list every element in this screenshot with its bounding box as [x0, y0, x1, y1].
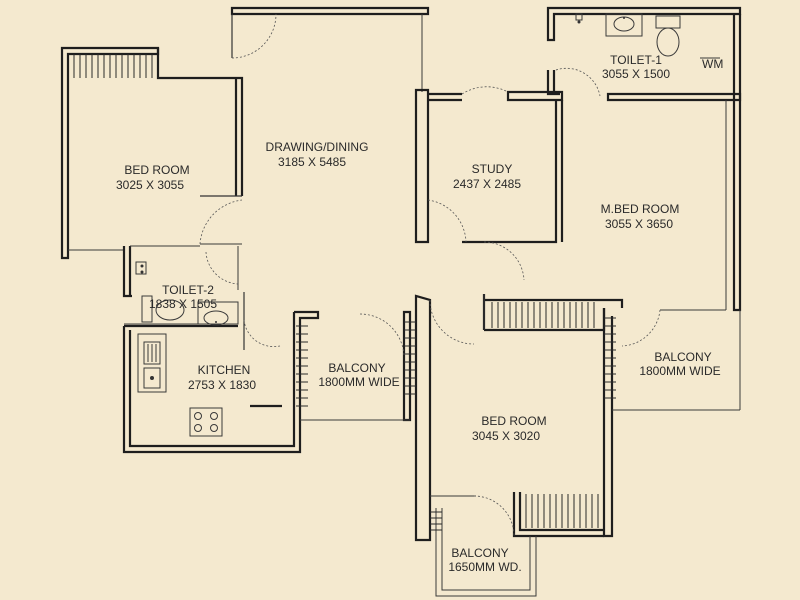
balcony-1-name: BALCONY	[328, 361, 385, 375]
balcony-3-size: 1650MM WD.	[448, 560, 521, 574]
door-study	[427, 199, 467, 243]
toilet-2-name: TOILET-2	[162, 283, 214, 297]
toilet-1-size: 3055 X 1500	[602, 67, 670, 81]
door-toilet-1	[555, 67, 601, 97]
tap-toilet-2	[135, 261, 147, 275]
m-bedroom-name: M.BED ROOM	[601, 202, 680, 216]
sill-balcony-3	[430, 511, 442, 531]
washbasin-toilet-1	[605, 13, 643, 37]
sill-bedroom-2-left	[404, 321, 416, 395]
toilet-2-size: 1838 X 1505	[149, 297, 217, 311]
washbasin-toilet-2	[197, 301, 239, 326]
balcony-2-size: 1800MM WIDE	[639, 364, 720, 378]
bedroom-2-size: 3045 X 3020	[472, 429, 540, 443]
stove	[189, 407, 223, 437]
doors	[199, 13, 661, 537]
wardrobe-mark: WM	[702, 57, 723, 71]
study-name: STUDY	[472, 162, 513, 176]
sill-kitchen	[296, 325, 308, 407]
drawing-size: 3185 X 5485	[278, 155, 346, 169]
hatched-sills	[73, 54, 616, 531]
door-m-bedroom	[483, 241, 525, 281]
door-study-top	[461, 86, 509, 95]
sill-bedroom-2-right	[604, 317, 616, 399]
door-kitchen	[243, 292, 281, 350]
door-bedroom-1	[199, 195, 243, 245]
drawing-name: DRAWING/DINING	[266, 140, 369, 154]
balcony-3-name: BALCONY	[451, 546, 508, 560]
fixtures: WM	[135, 13, 723, 437]
toilet-1-name: TOILET-1	[610, 53, 662, 67]
tap-toilet-1	[575, 13, 583, 24]
room-labels: BED ROOM 3025 X 3055 DRAWING/DINING 3185…	[116, 53, 721, 574]
door-bedroom-2	[429, 294, 485, 345]
balcony-1-size: 1800MM WIDE	[318, 375, 399, 389]
door-balcony-1	[359, 313, 405, 357]
m-bedroom-size: 3055 X 3650	[605, 217, 673, 231]
sill-bedroom-1	[73, 54, 153, 78]
wc-toilet-1	[655, 15, 681, 57]
study-size: 2437 X 2485	[453, 177, 521, 191]
sill-bedroom-2	[525, 494, 599, 528]
door-toilet-2	[205, 251, 239, 285]
bedroom-1-name: BED ROOM	[124, 163, 189, 177]
kitchen-counter	[137, 333, 167, 393]
wc-toilet-2	[141, 295, 185, 323]
walls	[60, 6, 742, 597]
door-balcony-2	[621, 309, 661, 347]
kitchen-size: 2753 X 1830	[188, 378, 256, 392]
balcony-2-name: BALCONY	[654, 350, 711, 364]
bedroom-1-size: 3025 X 3055	[116, 178, 184, 192]
bedroom-2-name: BED ROOM	[481, 414, 546, 428]
door-balcony-3	[473, 495, 515, 537]
kitchen-name: KITCHEN	[198, 363, 251, 377]
door-entry	[231, 13, 277, 59]
sill-m-bedroom	[491, 302, 595, 328]
